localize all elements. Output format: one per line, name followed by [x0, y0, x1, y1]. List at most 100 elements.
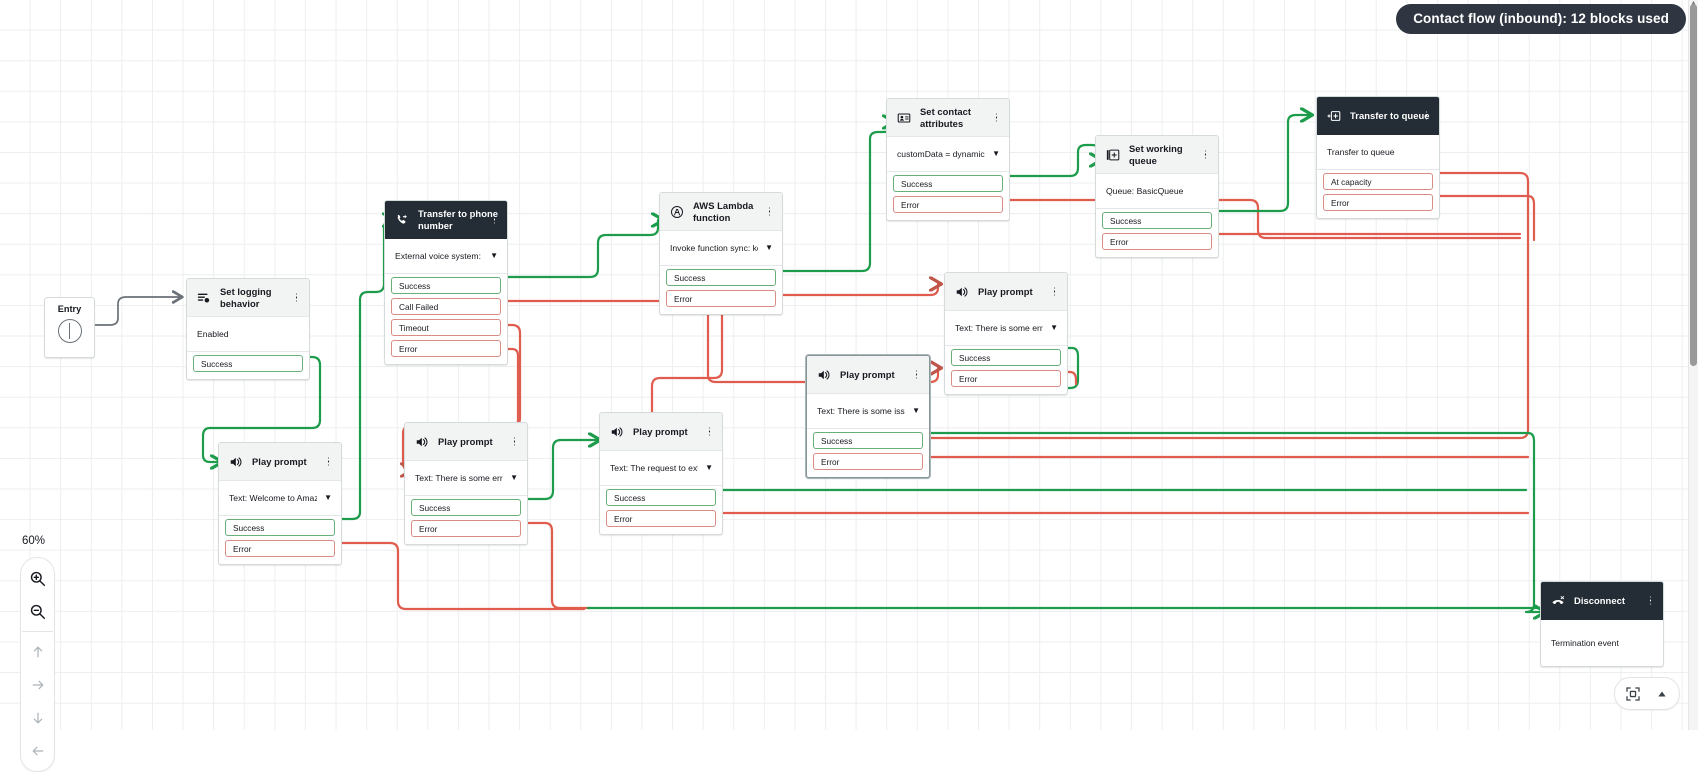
node-body[interactable]: Transfer to queue	[1317, 135, 1439, 170]
port-success[interactable]: Success	[391, 277, 501, 294]
port-error[interactable]: Error	[225, 540, 335, 557]
port-label: Success	[1110, 215, 1142, 226]
node-body[interactable]: Queue: BasicQueue	[1096, 174, 1218, 209]
node-play-prompt-there-is-some-issue[interactable]: Play prompt Text: There is some issue...…	[806, 355, 930, 478]
port-label: At capacity	[1331, 176, 1372, 187]
zoom-controls[interactable]	[20, 557, 55, 772]
port-success[interactable]: Success	[225, 519, 335, 536]
node-menu-button[interactable]	[911, 368, 922, 381]
node-set-contact-attributes[interactable]: Set contact attributes customData = dyna…	[886, 98, 1010, 221]
chevron-down-icon[interactable]: ▼	[490, 251, 498, 260]
node-body-text: Enabled	[197, 329, 229, 339]
node-ports: Success Error	[945, 346, 1067, 394]
zoom-in-icon[interactable]	[21, 562, 54, 595]
node-body[interactable]: Invoke function sync: kor... ▼	[660, 231, 782, 266]
port-error[interactable]: Error	[391, 340, 501, 357]
port-error[interactable]: Error	[1323, 194, 1433, 211]
node-body[interactable]: Text: There is some error... ▼	[405, 461, 527, 496]
port-label: Success	[419, 502, 451, 513]
node-body[interactable]: Text: The request to exte... ▼	[600, 451, 722, 486]
port-timeout[interactable]: Timeout	[391, 319, 501, 336]
port-error[interactable]: Error	[951, 370, 1061, 387]
port-success[interactable]: Success	[606, 489, 716, 506]
canvas-bottom-controls[interactable]	[1614, 677, 1680, 710]
arrow-left-icon[interactable]	[21, 734, 54, 767]
node-body[interactable]: Termination event	[1541, 620, 1663, 666]
node-menu-button[interactable]	[704, 425, 715, 438]
arrow-right-icon[interactable]	[21, 668, 54, 701]
node-menu-button[interactable]	[1200, 148, 1211, 161]
node-title: Play prompt	[840, 368, 895, 380]
port-label: Success	[614, 492, 646, 503]
chevron-down-icon[interactable]: ▼	[1050, 323, 1058, 332]
port-call-failed[interactable]: Call Failed	[391, 298, 501, 315]
node-menu-button[interactable]	[1645, 594, 1656, 607]
node-body[interactable]: Text: Welcome to Amazo... ▼	[219, 481, 341, 516]
port-label: Error	[614, 513, 633, 524]
port-label: Error	[1331, 197, 1350, 208]
port-success[interactable]: Success	[193, 355, 303, 372]
transfer-phone-icon	[394, 212, 409, 227]
zoom-out-icon[interactable]	[21, 595, 54, 628]
node-body[interactable]: Enabled	[187, 317, 309, 352]
chevron-down-icon[interactable]: ▼	[912, 406, 920, 415]
node-menu-button[interactable]	[1049, 285, 1060, 298]
node-body[interactable]: External voice system: ba... ▼	[385, 239, 507, 274]
node-menu-button[interactable]	[323, 455, 334, 468]
node-set-working-queue[interactable]: Set working queue Queue: BasicQueue Succ…	[1095, 135, 1219, 258]
node-menu-button[interactable]	[509, 435, 520, 448]
port-error[interactable]: Error	[666, 290, 776, 307]
node-play-prompt-there-is-some-error-2[interactable]: Play prompt Text: There is some error...…	[944, 272, 1068, 395]
port-label: Error	[901, 199, 920, 210]
node-body[interactable]: Text: There is some issue... ▼	[807, 394, 929, 429]
port-error[interactable]: Error	[606, 510, 716, 527]
node-transfer-to-phone-number[interactable]: Transfer to phone number External voice …	[384, 200, 508, 365]
port-error[interactable]: Error	[411, 520, 521, 537]
chevron-down-icon[interactable]: ▼	[765, 243, 773, 252]
chevron-down-icon[interactable]: ▼	[992, 149, 1000, 158]
triangle-up-icon[interactable]	[1655, 687, 1669, 701]
node-body-text: External voice system: ba...	[395, 251, 483, 261]
node-menu-button[interactable]	[764, 205, 775, 218]
chevron-down-icon[interactable]: ▼	[324, 493, 332, 502]
port-success[interactable]: Success	[666, 269, 776, 286]
node-body[interactable]: Text: There is some error... ▼	[945, 311, 1067, 346]
port-error[interactable]: Error	[813, 453, 923, 470]
node-menu-button[interactable]	[991, 111, 1002, 124]
node-set-logging-behavior[interactable]: Set logging behavior Enabled Success	[186, 278, 310, 380]
scroll-up-arrow[interactable]: ▲	[1690, 0, 1697, 7]
node-menu-button[interactable]	[489, 213, 500, 226]
node-aws-lambda-function[interactable]: AWS Lambda function Invoke function sync…	[659, 192, 783, 315]
port-error[interactable]: Error	[1102, 233, 1212, 250]
node-header: Play prompt	[219, 443, 341, 481]
port-success[interactable]: Success	[893, 175, 1003, 192]
port-success[interactable]: Success	[951, 349, 1061, 366]
port-at-capacity[interactable]: At capacity	[1323, 173, 1433, 190]
node-play-prompt-there-is-some-error[interactable]: Play prompt Text: There is some error...…	[404, 422, 528, 545]
port-success[interactable]: Success	[813, 432, 923, 449]
port-error[interactable]: Error	[893, 196, 1003, 213]
chevron-down-icon[interactable]: ▼	[705, 463, 713, 472]
entry-node[interactable]: Entry	[44, 297, 95, 358]
node-title: Disconnect	[1574, 594, 1626, 606]
fit-to-screen-icon[interactable]	[1625, 686, 1641, 702]
node-menu-button[interactable]	[291, 291, 302, 304]
port-success[interactable]: Success	[1102, 212, 1212, 229]
node-menu-button[interactable]	[1421, 109, 1432, 122]
arrow-down-icon[interactable]	[21, 701, 54, 734]
node-transfer-to-queue[interactable]: Transfer to queue Transfer to queue At c…	[1316, 96, 1440, 219]
vertical-scrollbar[interactable]: ▲	[1688, 0, 1698, 730]
node-header: Set contact attributes	[887, 99, 1009, 137]
port-success[interactable]: Success	[411, 499, 521, 516]
node-body-text: Transfer to queue	[1327, 147, 1395, 157]
arrow-up-icon[interactable]	[21, 635, 54, 668]
node-play-prompt-welcome[interactable]: Play prompt Text: Welcome to Amazo... ▼ …	[218, 442, 342, 565]
speaker-icon	[228, 454, 243, 469]
scrollbar-thumb[interactable]	[1690, 4, 1697, 366]
chevron-down-icon[interactable]: ▼	[510, 473, 518, 482]
node-ports: At capacity Error	[1317, 170, 1439, 218]
node-body[interactable]: customData = dynamic($.... ▼	[887, 137, 1009, 172]
node-play-prompt-request-to-external[interactable]: Play prompt Text: The request to exte...…	[599, 412, 723, 535]
node-disconnect[interactable]: Disconnect Termination event	[1540, 581, 1664, 667]
contact-attributes-icon	[896, 110, 911, 125]
